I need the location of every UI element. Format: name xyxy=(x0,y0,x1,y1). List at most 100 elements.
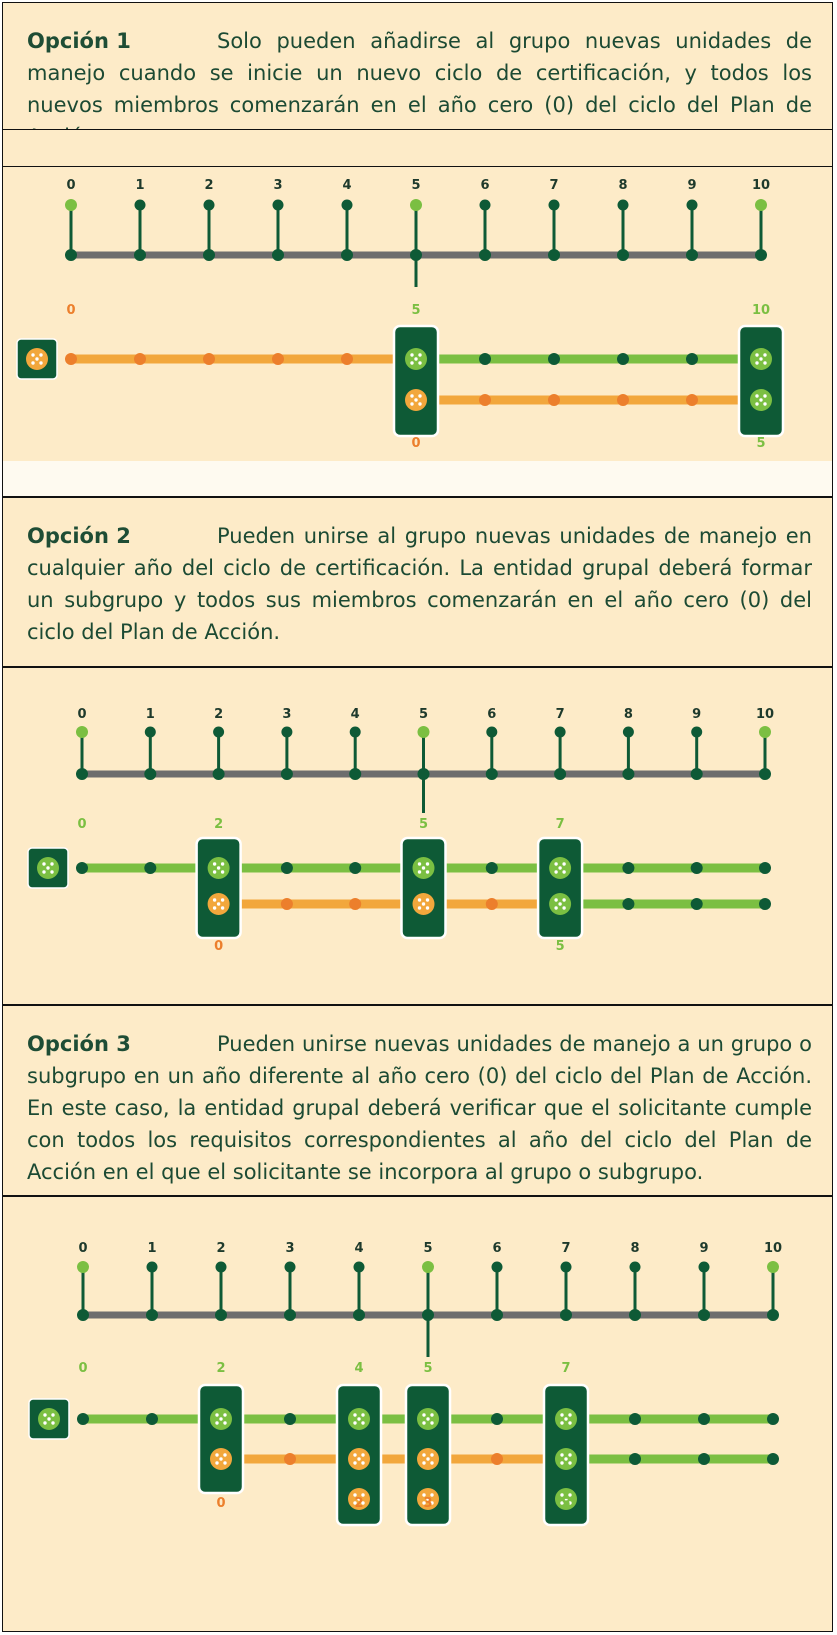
unit-icon-dot-0 xyxy=(410,394,414,398)
row-start-year-label: 4 xyxy=(354,1361,363,1376)
row-start-year-label: 0 xyxy=(77,817,86,832)
timeline-tick-marker xyxy=(767,1261,779,1273)
progress-row-node xyxy=(548,353,560,365)
unit-icon xyxy=(207,857,230,879)
unit-icon-dot-0 xyxy=(353,1453,357,1457)
timeline-year-label: 2 xyxy=(204,178,213,193)
progress-row-node xyxy=(686,353,698,365)
timeline-year-label: 1 xyxy=(146,707,155,722)
timeline-year-label: 5 xyxy=(411,178,420,193)
timeline-year-label: 5 xyxy=(423,1241,432,1256)
unit-icon-dot-0 xyxy=(353,1493,357,1497)
timeline-year-label: 6 xyxy=(487,707,496,722)
progress-row-node xyxy=(629,1453,641,1465)
progress-row-node xyxy=(698,1453,710,1465)
unit-icon-dot-3 xyxy=(417,870,422,874)
progress-row-node xyxy=(65,353,77,365)
unit-icon-dot-4 xyxy=(568,1501,572,1505)
timeline-year-label: 7 xyxy=(549,178,558,193)
progress-row-node xyxy=(349,898,362,910)
option-2-description: Pueden unirse al grupo nuevas unidades d… xyxy=(27,524,812,644)
unit-icon-dot-0 xyxy=(417,898,422,902)
timeline-tick-marker xyxy=(622,726,634,738)
start-unit-icon-dot-1 xyxy=(50,862,54,866)
timeline-tick-marker xyxy=(76,726,88,738)
timeline-year-label: 7 xyxy=(556,707,565,722)
unit-icon-dot-4 xyxy=(430,1461,434,1465)
progress-row-node xyxy=(272,353,284,365)
unit-icon-dot-4 xyxy=(361,1461,365,1465)
timeline-base-node xyxy=(76,768,88,780)
unit-icon-dot-0 xyxy=(215,1413,219,1417)
timeline-base-node xyxy=(755,249,767,261)
unit-icon xyxy=(210,1408,232,1430)
unit-icon-dot-3 xyxy=(215,1461,219,1465)
timeline-tick-marker xyxy=(134,199,146,211)
unit-icon-dot-3 xyxy=(422,1501,426,1505)
timeline-tick-marker xyxy=(213,726,225,738)
timeline-year-label: 0 xyxy=(77,707,86,722)
unit-icon xyxy=(555,1408,577,1430)
unit-icon-dot-4 xyxy=(220,906,225,910)
progress-row-node xyxy=(144,862,157,874)
timeline-tick-marker xyxy=(65,199,77,211)
unit-icon xyxy=(750,348,772,370)
timeline-base-node xyxy=(212,768,225,780)
timeline-tick-marker xyxy=(554,726,566,738)
option-1-description: Solo pueden añadirse al grupo nuevas uni… xyxy=(27,29,812,129)
start-unit-icon-dot-0 xyxy=(42,862,46,866)
timeline-base-node xyxy=(353,1309,365,1321)
unit-icon-dot-3 xyxy=(560,1421,564,1425)
unit-icon xyxy=(750,389,772,411)
unit-icon-dot-4 xyxy=(425,906,430,910)
unit-icon-dot-4 xyxy=(568,1461,572,1465)
unit-icon-dot-3 xyxy=(755,361,759,365)
timeline-year-label: 10 xyxy=(752,178,770,193)
unit-icon-dot-1 xyxy=(418,394,422,398)
unit-icon-dot-2 xyxy=(357,1417,361,1421)
row-start-year-label: 0 xyxy=(66,303,75,318)
timeline-base-node xyxy=(617,249,629,261)
unit-icon xyxy=(210,1448,232,1470)
unit-icon-dot-3 xyxy=(422,1421,426,1425)
unit-card xyxy=(195,836,242,940)
unit-icon-dot-3 xyxy=(560,1501,564,1505)
cycle-year-label: 5 xyxy=(756,436,765,451)
timeline-base-node xyxy=(341,249,353,261)
cycle-year-label: 3 xyxy=(423,1496,432,1511)
start-unit-icon-dot-2 xyxy=(35,357,39,361)
unit-icon-dot-2 xyxy=(216,902,221,906)
unit-icon-dot-2 xyxy=(564,1417,568,1421)
unit-icon-dot-0 xyxy=(755,394,759,398)
cycle-year-label: 0 xyxy=(216,1496,225,1511)
progress-row-node xyxy=(491,1413,503,1425)
start-unit-icon xyxy=(38,1408,60,1430)
timeline-year-label: 2 xyxy=(214,707,223,722)
unit-icon-dot-4 xyxy=(425,870,430,874)
timeline-year-label: 0 xyxy=(66,178,75,193)
progress-row-node xyxy=(767,1413,779,1425)
timeline-tick-marker xyxy=(759,726,771,738)
unit-icon-dot-4 xyxy=(430,1501,434,1505)
timeline-base-node xyxy=(767,1309,779,1321)
timeline-year-label: 9 xyxy=(692,707,701,722)
timeline-base-node xyxy=(759,768,771,780)
start-unit-icon-dot-4 xyxy=(50,870,54,874)
unit-icon-dot-3 xyxy=(422,1461,426,1465)
unit-icon-dot-1 xyxy=(223,1453,227,1457)
start-unit-icon-dot-0 xyxy=(43,1413,47,1417)
row-start-year-label: 10 xyxy=(752,303,770,318)
timeline-tick-marker xyxy=(560,1261,572,1273)
unit-icon-dot-2 xyxy=(421,902,426,906)
unit-icon-dot-2 xyxy=(426,1417,430,1421)
option-1-title: Opción 1 xyxy=(27,29,131,53)
progress-row-node xyxy=(759,862,771,874)
unit-icon-dot-1 xyxy=(220,898,225,902)
timeline-tick-marker xyxy=(691,726,703,738)
progress-row-node xyxy=(622,898,635,910)
timeline-tick-marker xyxy=(486,726,498,738)
